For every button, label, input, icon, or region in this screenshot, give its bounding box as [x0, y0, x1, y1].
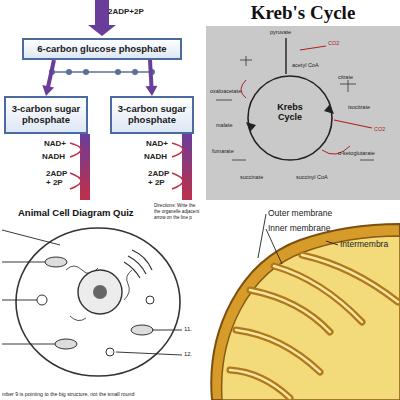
redox-arrow — [241, 80, 350, 154]
mitochondrion-organelle — [55, 339, 77, 349]
text-label: arrow on the line p — [154, 215, 192, 220]
cofactor-arrow — [172, 143, 183, 157]
carbon-atom — [132, 69, 138, 75]
text-label: succinate — [240, 174, 263, 180]
text-label: CO2 — [374, 126, 385, 132]
mitochondrion-organelle — [131, 325, 153, 335]
text-label: succinyl CoA — [296, 174, 328, 180]
text-label: Kreb's Cycle — [206, 2, 400, 23]
text-label: isocitrate — [348, 104, 370, 110]
carbon-atom — [66, 69, 72, 75]
co2-arrow — [300, 46, 326, 50]
text-label: citrate — [338, 74, 353, 80]
text-label: fumarate — [212, 148, 234, 154]
mitochondrion-organelle — [45, 257, 67, 267]
text-label: pyruvate — [270, 29, 291, 35]
arrow-head — [42, 85, 54, 96]
inner-membrane — [222, 236, 400, 400]
endoplasmic-reticulum — [66, 266, 132, 321]
text-label: 2ADP + 2P — [148, 170, 176, 188]
cofactor-arrow — [172, 173, 183, 189]
text-label: oxaloacetate — [210, 88, 241, 94]
input-arrow — [88, 0, 116, 36]
process-box: 3-carbon sugar phosphate — [4, 96, 88, 134]
carbon-atom — [149, 69, 155, 75]
arrow-shaft — [48, 60, 54, 87]
arrow-head — [145, 86, 157, 96]
text-label: 11. — [184, 326, 192, 333]
vesicle — [106, 348, 114, 356]
flow-arrow — [145, 60, 157, 96]
text-label: CO2 — [328, 40, 339, 46]
text-label: Animal Cell Diagram Quiz — [18, 208, 134, 219]
box-text: 3-carbon sugar phosphate — [115, 104, 189, 126]
cycle-ring — [248, 76, 332, 160]
golgi-apparatus — [124, 250, 152, 278]
leader-line — [2, 230, 182, 355]
arrow-shaft — [150, 60, 152, 87]
vesicle — [146, 296, 154, 304]
cycle-arrowhead — [246, 122, 256, 132]
cofactor-arrow — [70, 143, 81, 157]
text-label: Intermembra — [340, 240, 388, 250]
nucleus — [78, 270, 122, 314]
process-box: 3-carbon sugar phosphate — [110, 96, 194, 134]
text-label: Directions: Write the — [154, 203, 195, 208]
outer-membrane — [211, 224, 400, 400]
cristae-lumen — [230, 255, 398, 398]
nucleolus — [93, 285, 107, 299]
text-label: NAD+ — [146, 140, 168, 149]
text-label: 2ADP + 2P — [46, 170, 74, 188]
process-box: 6-carbon glucose phosphate — [22, 38, 182, 60]
pathway-arrow — [80, 134, 90, 200]
text-label: malate — [216, 122, 233, 128]
text-label: NADH — [144, 153, 167, 162]
cristae — [230, 255, 398, 398]
text-label: mber 9 is pointing to the big structure,… — [2, 392, 134, 398]
text-label: 2ADP+2P — [108, 8, 144, 17]
text-label: Outer membrane — [268, 209, 332, 219]
flow-arrow — [42, 60, 54, 96]
carbon-atom — [49, 69, 55, 75]
entry-arrow — [285, 38, 286, 74]
text-label: Inner membrane — [268, 224, 330, 234]
carbon-atom — [83, 69, 89, 75]
text-label: NAD+ — [44, 140, 66, 149]
text-label: α-ketoglutarate — [338, 150, 375, 156]
leader-line — [258, 214, 338, 264]
vesicle — [37, 295, 47, 305]
text-label: acetyl CoA — [292, 62, 319, 68]
text-label: 12. — [184, 351, 192, 358]
box-text: 3-carbon sugar phosphate — [9, 104, 83, 126]
pathway-arrow — [182, 134, 192, 200]
molecule-sketch — [216, 56, 374, 160]
krebs-panel — [206, 26, 400, 200]
carbon-atom — [115, 69, 121, 75]
text-label: NADH — [42, 153, 65, 162]
text-label: the organelle adjacent — [154, 209, 199, 214]
co2-arrow — [334, 120, 372, 128]
cycle-arrowhead — [324, 104, 334, 114]
cofactor-arrow — [70, 173, 81, 189]
box-text: 6-carbon glucose phosphate — [37, 44, 166, 55]
text-label: Krebs Cycle — [266, 102, 314, 122]
